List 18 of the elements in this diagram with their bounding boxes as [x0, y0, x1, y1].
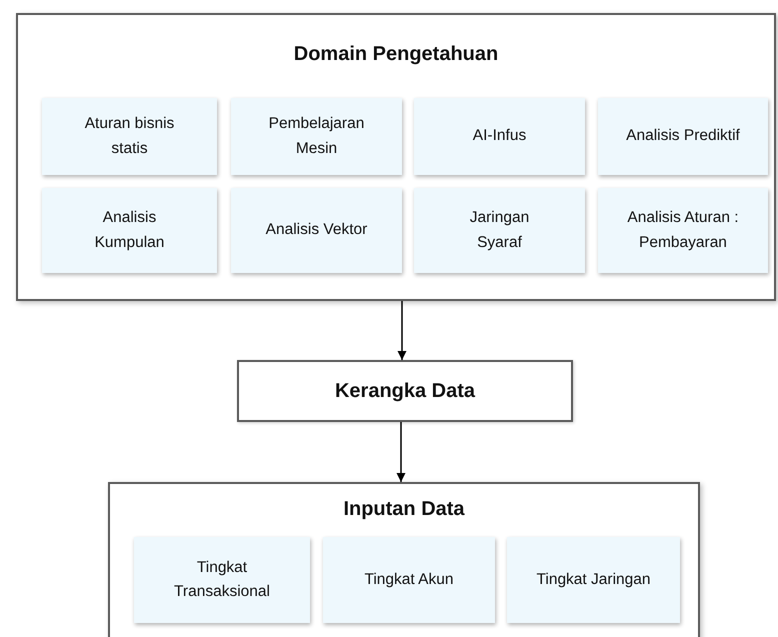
- item-box: Tingkat Akun: [323, 537, 495, 623]
- arrow: [398, 301, 406, 360]
- arrow: [396, 422, 406, 482]
- item-box: Pembelajaran Mesin: [231, 98, 402, 175]
- item-box: Analisis Kumpulan: [42, 188, 217, 273]
- item-box: Analisis Vektor: [231, 188, 402, 273]
- panel-title: Domain Pengetahuan: [292, 43, 500, 66]
- group-panel: [108, 482, 700, 637]
- item-box: Jaringan Syaraf: [414, 188, 585, 273]
- item-box: Analisis Aturan : Pembayaran: [598, 188, 768, 273]
- group-panel: [16, 13, 776, 301]
- process-box: Kerangka Data: [237, 360, 573, 422]
- item-box: Tingkat Jaringan: [507, 537, 680, 623]
- item-box: AI-Infus: [414, 98, 585, 175]
- item-box: Tingkat Transaksional: [134, 537, 310, 623]
- item-box: Aturan bisnis statis: [42, 98, 217, 175]
- item-box: Analisis Prediktif: [598, 98, 768, 175]
- panel-title: Inputan Data: [342, 498, 466, 521]
